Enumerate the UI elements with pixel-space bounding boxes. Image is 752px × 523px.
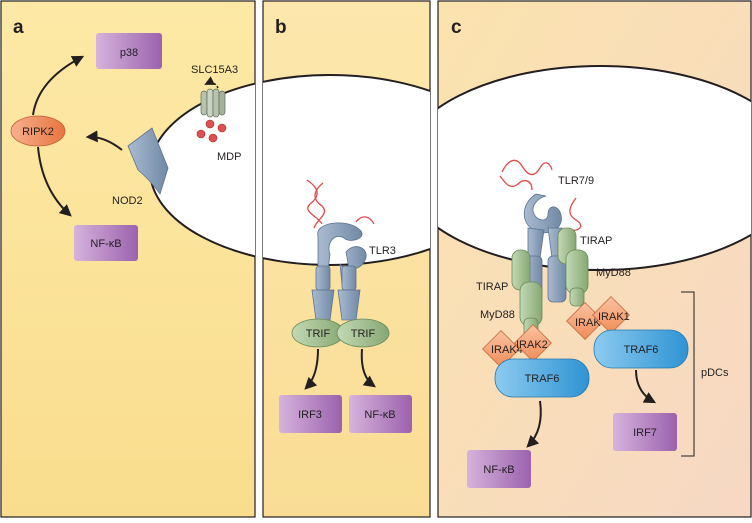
nfkb-box-c xyxy=(467,450,531,488)
myd88-right-adapter xyxy=(565,249,589,307)
irak2-label: IRAK2 xyxy=(516,339,548,351)
nfkb-label-a: NF-κB xyxy=(90,238,121,250)
ripk2-node xyxy=(10,115,66,147)
panel-b: b TLR3 TRIF TRIF IRF3 NF-κB xyxy=(262,0,431,518)
nfkb-label-c: NF-κB xyxy=(483,464,514,476)
traf6-right-node xyxy=(593,329,689,369)
traf6-right-label: TRAF6 xyxy=(624,344,659,356)
irf7-label: IRF7 xyxy=(633,427,657,439)
irak-right-kinase xyxy=(566,302,604,340)
slc15a3-label: SLC15A3 xyxy=(191,64,238,76)
pdcs-bracket xyxy=(681,291,695,457)
tirap-top-label: TIRAP xyxy=(580,235,612,247)
dsrna-strand-2 xyxy=(313,182,326,229)
ssrna-strand-2 xyxy=(499,175,533,191)
irak4-label: IRAK4 xyxy=(491,344,523,356)
nfkb-label-b: NF-κB xyxy=(364,409,395,421)
myd88-left-label: MyD88 xyxy=(480,309,515,321)
tlr3-label: TLR3 xyxy=(369,245,396,257)
irak2-kinase xyxy=(514,324,552,362)
panel-b-letter: b xyxy=(275,17,287,38)
tirap-left-label: TIRAP xyxy=(476,281,508,293)
arrow-ripk2-to-p38 xyxy=(32,55,85,116)
irak4-kinase xyxy=(482,330,520,368)
irak1-label: IRAK1 xyxy=(598,311,630,323)
ripk2-label: RIPK2 xyxy=(22,126,54,138)
myd88-right-label: MyD88 xyxy=(596,267,631,279)
arrow-traf6-to-nfkb xyxy=(526,400,542,448)
arrow-trif-to-nfkb xyxy=(360,348,376,388)
irf7-box xyxy=(613,413,677,451)
tlr3-receptor xyxy=(311,222,367,321)
arrow-trif-to-irf3 xyxy=(304,348,319,390)
irak-right-label: IRAK xyxy=(575,317,601,329)
mdp-molecules xyxy=(196,119,227,143)
traf6-left-node xyxy=(494,358,590,398)
panel-a-letter: a xyxy=(13,17,24,38)
p38-label: p38 xyxy=(120,47,138,59)
cell-membrane-b xyxy=(263,74,430,266)
panel-c-letter: c xyxy=(451,17,462,38)
tlr79-receptor xyxy=(523,193,567,303)
p38-box xyxy=(96,33,162,69)
trif-right-label: TRIF xyxy=(351,328,376,340)
traf6-left-label: TRAF6 xyxy=(525,373,560,385)
tlr79-label: TLR7/9 xyxy=(558,175,594,187)
slc15a3-transporter xyxy=(200,88,226,118)
nfkb-box-b xyxy=(349,395,412,433)
nfkb-box-a xyxy=(74,225,138,261)
irf3-box xyxy=(279,395,342,433)
arrow-ripk2-to-nfkb xyxy=(37,146,72,217)
pdcs-label: pDCs xyxy=(701,367,729,379)
nod2-label: NOD2 xyxy=(112,195,143,207)
cell-membrane-c xyxy=(438,65,751,271)
slc15a3-transport-arrow xyxy=(204,76,219,89)
dsrna-strand-3 xyxy=(355,216,375,225)
arrow-nod2-to-ripk2 xyxy=(85,130,123,151)
irak1-kinase xyxy=(592,296,630,334)
mdp-label: MDP xyxy=(217,151,241,163)
panel-a: a p38 RIPK2 NF-κB NOD2 SLC15A3 xyxy=(0,0,256,518)
dsrna-strand-1 xyxy=(306,179,323,225)
nod2-receptor xyxy=(127,127,169,195)
ssrna-strand-1 xyxy=(501,159,553,176)
trif-right-node xyxy=(336,318,390,348)
irf3-label: IRF3 xyxy=(298,409,322,421)
arrow-traf6-to-irf7 xyxy=(635,369,657,404)
panel-c: c TLR7/9 TIRAP MyD88 TIRAP xyxy=(437,0,752,518)
trif-left-label: TRIF xyxy=(306,328,331,340)
ssrna-strand-3 xyxy=(569,197,582,232)
